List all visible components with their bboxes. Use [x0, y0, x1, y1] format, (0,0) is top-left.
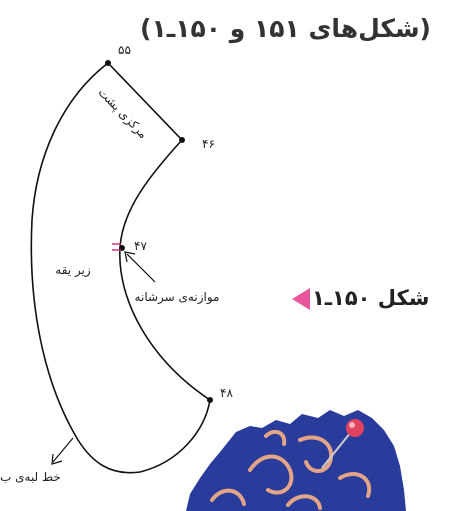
edge-line-arrow	[51, 437, 74, 465]
shoulder-balance-label: موازنه‌ی سرشانه	[135, 290, 220, 305]
point-55-label: ۵۵	[118, 43, 131, 57]
pin-shaft	[321, 431, 352, 469]
fabric-swatch	[186, 410, 406, 511]
point-46-dot	[179, 137, 185, 143]
balance-notch	[112, 243, 121, 251]
point-48-label: ۴۸	[220, 386, 233, 400]
figure-title: (شکل‌های ۱۵۱ و ۱۵۰ـ۱)	[140, 14, 431, 43]
point-55-dot	[105, 60, 111, 66]
point-46-label: ۴۶	[202, 137, 215, 151]
caption-marker-icon	[292, 288, 310, 310]
edge-line-label: خط لبه‌ی ب	[0, 470, 61, 484]
figure-caption: شکل ۱۵۰ـ۱	[312, 286, 429, 310]
point-48-dot	[207, 397, 213, 403]
figure-caption-text: شکل ۱۵۰ـ۱	[312, 286, 430, 310]
pin-highlight	[349, 422, 355, 428]
fabric-swatch-illustration	[186, 410, 406, 511]
fabric-pattern	[210, 429, 372, 510]
shoulder-balance-arrow	[124, 251, 156, 283]
point-47-label: ۴۷	[134, 239, 147, 253]
center-back-label: مرکزی پشت	[95, 85, 151, 142]
pin-head	[346, 419, 364, 437]
under-collar-label: زیر یقه	[55, 263, 91, 278]
